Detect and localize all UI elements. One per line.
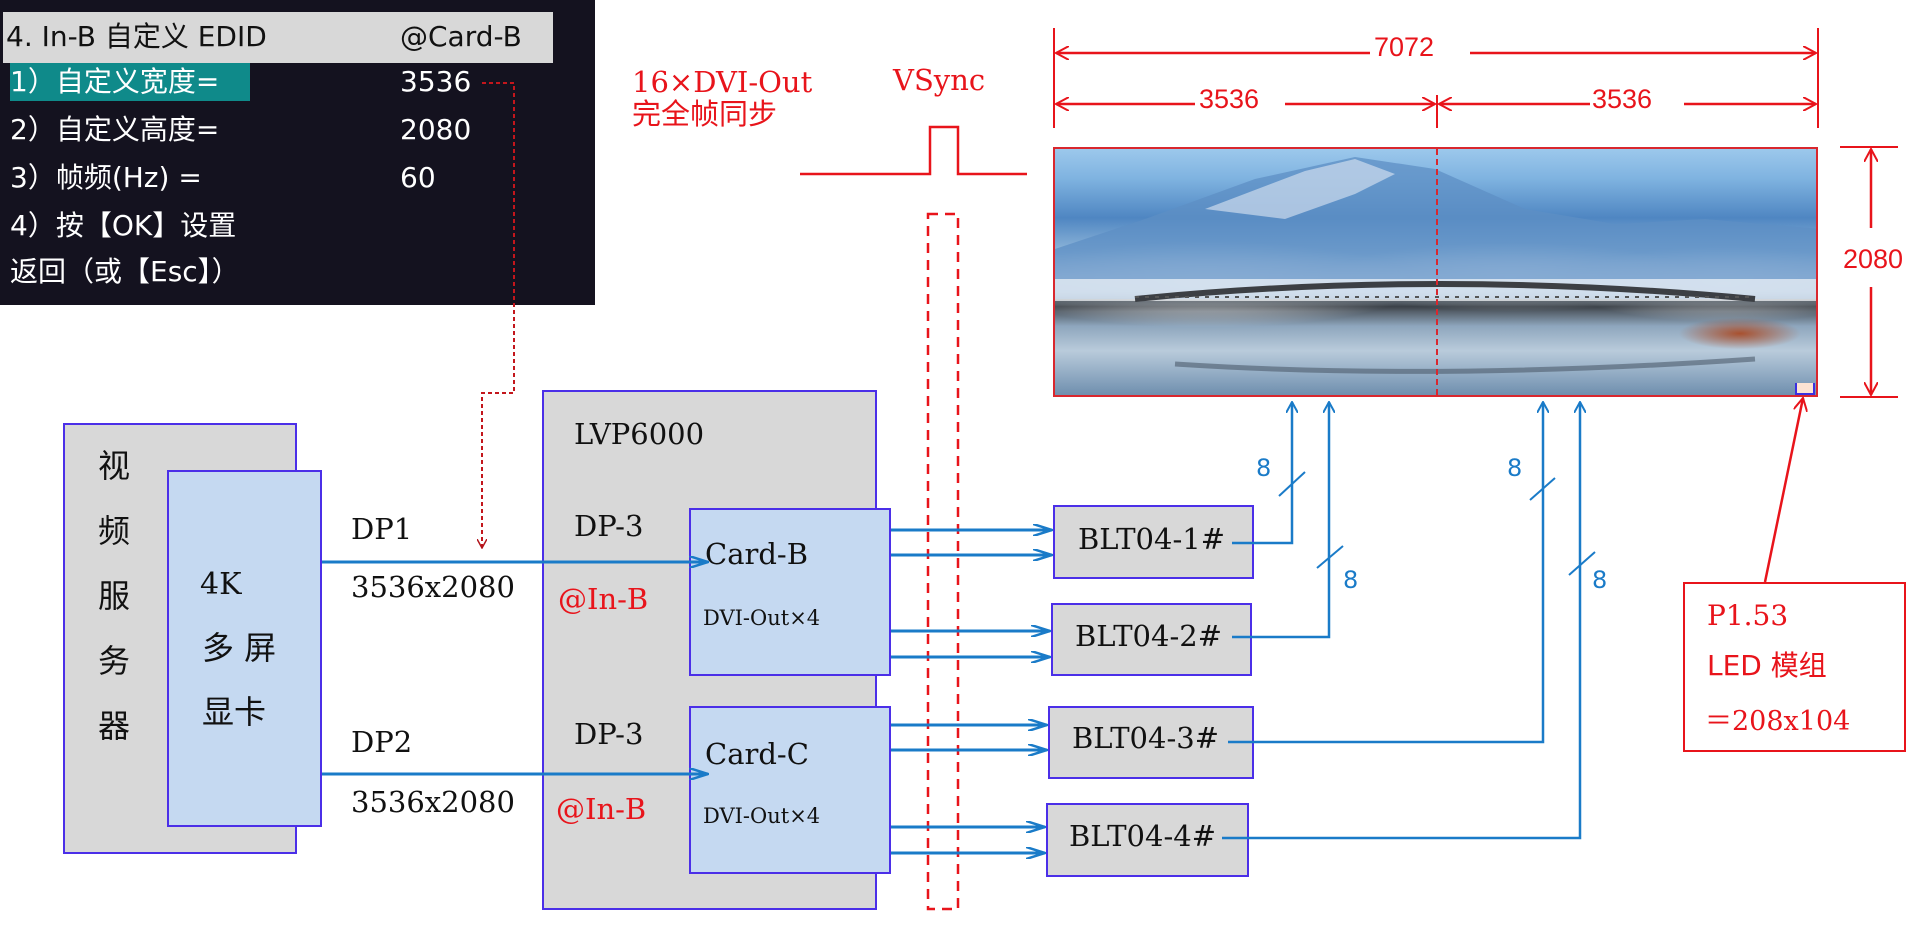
dp2-label: DP2 bbox=[351, 725, 413, 759]
vsync-label: VSync bbox=[893, 63, 986, 97]
video-server-char: 务 bbox=[98, 642, 131, 680]
bridge bbox=[1134, 281, 1756, 302]
bus-slash-4 bbox=[1568, 551, 1596, 576]
card-c-box bbox=[689, 706, 891, 874]
bus-width-label-3: 8 bbox=[1507, 454, 1523, 482]
module-pitch: P1.53 bbox=[1707, 599, 1789, 632]
dimension-half-width-right: 3536 bbox=[1588, 86, 1657, 113]
processor-name: LVP6000 bbox=[574, 417, 705, 451]
video-server-char: 服 bbox=[98, 577, 131, 615]
led-module-note-box bbox=[1683, 582, 1906, 752]
card-c-name: Card-C bbox=[705, 737, 809, 771]
osd-item-width-value[interactable]: 3536 bbox=[400, 65, 472, 98]
receiver-label-3: BLT04-3# bbox=[1072, 721, 1219, 755]
bridge-reflection bbox=[1174, 356, 1756, 374]
card-c-outputs: DVI-Out×4 bbox=[703, 804, 821, 828]
receiver-box-4 bbox=[1046, 803, 1249, 877]
panel-split-line bbox=[1436, 149, 1438, 395]
bus-width-label-2: 8 bbox=[1343, 566, 1359, 594]
gpu-card-graphics: 显卡 bbox=[202, 693, 267, 731]
card-b-port: DP-3 bbox=[574, 509, 644, 543]
osd-item-apply[interactable]: 4）按【OK】设置 bbox=[10, 209, 237, 242]
osd-item-width-label[interactable]: 1）自定义宽度= bbox=[10, 65, 220, 98]
receiver-box-2 bbox=[1051, 603, 1252, 676]
module-pointer-arrow bbox=[1763, 398, 1803, 583]
module-type: LED 模组 bbox=[1707, 649, 1827, 682]
osd-item-height-label[interactable]: 2）自定义高度= bbox=[10, 113, 220, 146]
bus-width-label-4: 8 bbox=[1592, 566, 1608, 594]
video-server-title: 视 频 服 务 器 bbox=[98, 450, 138, 775]
card-c-input: @In-B bbox=[556, 792, 647, 826]
bus-receiver-1 bbox=[1232, 402, 1292, 545]
bus-receiver-4 bbox=[1222, 402, 1580, 840]
mountain-scene bbox=[1055, 157, 1816, 374]
card-b-box bbox=[689, 508, 891, 676]
video-server-char: 器 bbox=[98, 707, 131, 745]
led-module-marker bbox=[1795, 383, 1815, 395]
card-c-port: DP-3 bbox=[574, 717, 644, 751]
bus-slash-2 bbox=[1316, 545, 1344, 569]
bus-slash-3 bbox=[1529, 477, 1556, 501]
bus-receiver-3 bbox=[1228, 402, 1543, 744]
osd-header-target: @Card-B bbox=[400, 20, 522, 53]
osd-item-height-value[interactable]: 2080 bbox=[400, 113, 472, 146]
sync-boundary-dashed bbox=[926, 212, 960, 911]
dimension-height: 2080 bbox=[1843, 244, 1904, 275]
led-wall-image bbox=[1053, 147, 1818, 397]
module-resolution: ＝208x104 bbox=[1705, 706, 1851, 737]
dp1-label: DP1 bbox=[351, 512, 413, 546]
dp2-resolution: 3536x2080 bbox=[351, 785, 515, 819]
bus-receiver-2 bbox=[1232, 402, 1329, 639]
video-server-char: 频 bbox=[98, 512, 131, 550]
gpu-card-box bbox=[167, 470, 322, 827]
vsync-pulse bbox=[800, 125, 1027, 176]
osd-header-title: 4. In-B 自定义 EDID bbox=[6, 20, 267, 53]
edid-osd-menu: 4. In-B 自定义 EDID @Card-B 1）自定义宽度= 3536 2… bbox=[0, 0, 595, 305]
gpu-card-multi-screen: 多 屏 bbox=[202, 629, 277, 667]
card-b-name: Card-B bbox=[705, 537, 809, 571]
osd-item-framerate-label[interactable]: 3）帧频(Hz) = bbox=[10, 161, 202, 194]
osd-header-bar bbox=[3, 12, 553, 63]
mountain-shape bbox=[1055, 157, 1816, 299]
sync-note-frame-sync: 完全帧同步 bbox=[632, 97, 778, 131]
gpu-card-4k: 4K bbox=[200, 567, 242, 602]
sync-note-dvi-out: 16×DVI-Out bbox=[632, 65, 813, 99]
osd-selected-row-highlight bbox=[10, 63, 250, 101]
receiver-box-3 bbox=[1048, 706, 1254, 779]
card-b-outputs: DVI-Out×4 bbox=[703, 606, 821, 630]
frosted-trees bbox=[1055, 279, 1816, 301]
bus-slash-1 bbox=[1278, 471, 1306, 497]
osd-item-framerate-value[interactable]: 60 bbox=[400, 161, 436, 194]
mountain-snow bbox=[1205, 159, 1395, 219]
receiver-box-1 bbox=[1053, 505, 1254, 579]
dimension-half-width-left: 3536 bbox=[1195, 86, 1264, 113]
osd-item-back[interactable]: 返回（或【Esc】） bbox=[10, 255, 240, 288]
receiver-label-4: BLT04-4# bbox=[1069, 819, 1216, 853]
video-server-char: 视 bbox=[98, 447, 131, 485]
dp1-resolution: 3536x2080 bbox=[351, 570, 515, 604]
dimension-total-width: 7072 bbox=[1370, 34, 1439, 61]
card-b-input: @In-B bbox=[558, 582, 649, 616]
osd-to-dp1-pointer bbox=[482, 82, 515, 548]
receiver-label-2: BLT04-2# bbox=[1075, 619, 1222, 653]
receiver-label-1: BLT04-1# bbox=[1078, 522, 1225, 556]
bus-width-label-1: 8 bbox=[1256, 454, 1272, 482]
